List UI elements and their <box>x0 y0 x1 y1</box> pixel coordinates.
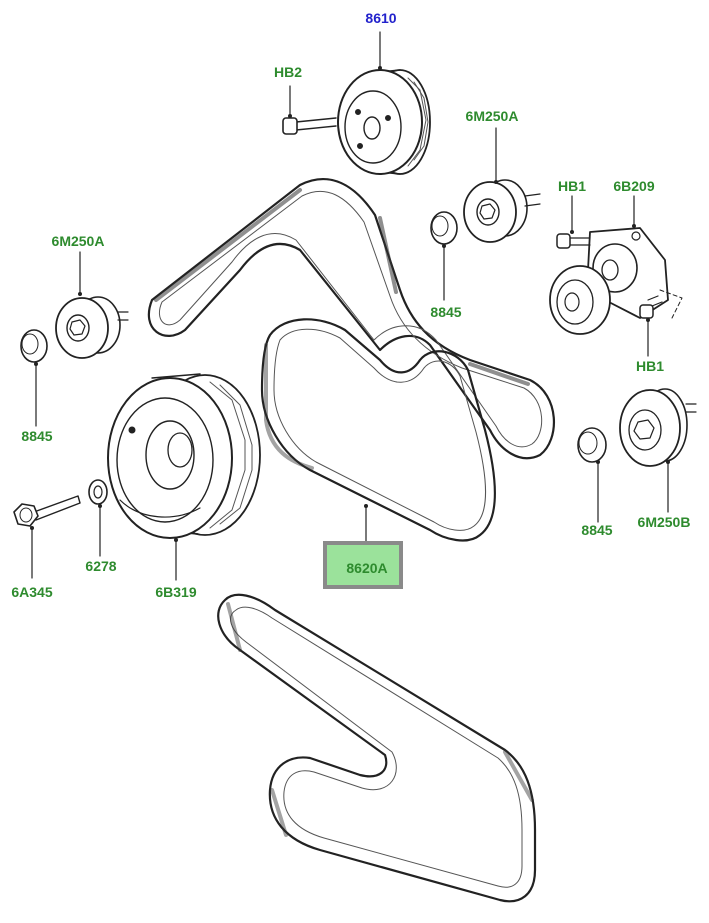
crank-bolt[interactable] <box>13 495 81 527</box>
label-6278[interactable]: 6278 <box>85 558 117 574</box>
leader-lines <box>31 31 669 581</box>
label-hb2[interactable]: HB2 <box>273 64 303 80</box>
leader-dots <box>30 66 670 542</box>
water-pump-pulley[interactable] <box>337 69 431 175</box>
label-8845-upper[interactable]: 8845 <box>430 304 462 320</box>
label-hb1-bottom[interactable]: HB1 <box>635 358 665 374</box>
accessory-belt-upper[interactable] <box>147 178 556 460</box>
idler-pulley-left[interactable] <box>55 296 129 359</box>
label-hb1-top[interactable]: HB1 <box>557 178 587 194</box>
dust-cap-right[interactable] <box>577 427 607 463</box>
label-8620a[interactable]: 8620A <box>346 560 388 576</box>
dust-cap-upper[interactable] <box>430 211 458 245</box>
label-6b209[interactable]: 6B209 <box>613 178 655 194</box>
label-8845-left[interactable]: 8845 <box>21 428 53 444</box>
belt-lower[interactable] <box>217 593 537 903</box>
highlighted-part-box[interactable]: 8620A <box>323 541 403 589</box>
tensioner-assembly[interactable] <box>549 227 683 335</box>
bolt-hb1-top[interactable] <box>556 233 591 249</box>
bolt-hb1-bottom[interactable] <box>639 295 663 319</box>
washer[interactable] <box>88 479 108 505</box>
label-6m250a-upper[interactable]: 6M250A <box>465 108 519 124</box>
label-6b319[interactable]: 6B319 <box>155 584 197 600</box>
idler-pulley-upper[interactable] <box>463 179 541 243</box>
label-8845-right[interactable]: 8845 <box>581 522 613 538</box>
idler-pulley-right[interactable] <box>619 388 697 467</box>
belt-8620a[interactable] <box>260 318 496 542</box>
label-6m250b[interactable]: 6M250B <box>637 514 691 530</box>
label-6a345[interactable]: 6A345 <box>11 584 53 600</box>
dust-cap-left[interactable] <box>20 329 48 363</box>
crankshaft-pulley[interactable] <box>107 373 261 539</box>
label-6m250a-left[interactable]: 6M250A <box>51 233 105 249</box>
label-8610[interactable]: 8610 <box>365 10 397 26</box>
bolt-hb2[interactable] <box>282 117 337 135</box>
